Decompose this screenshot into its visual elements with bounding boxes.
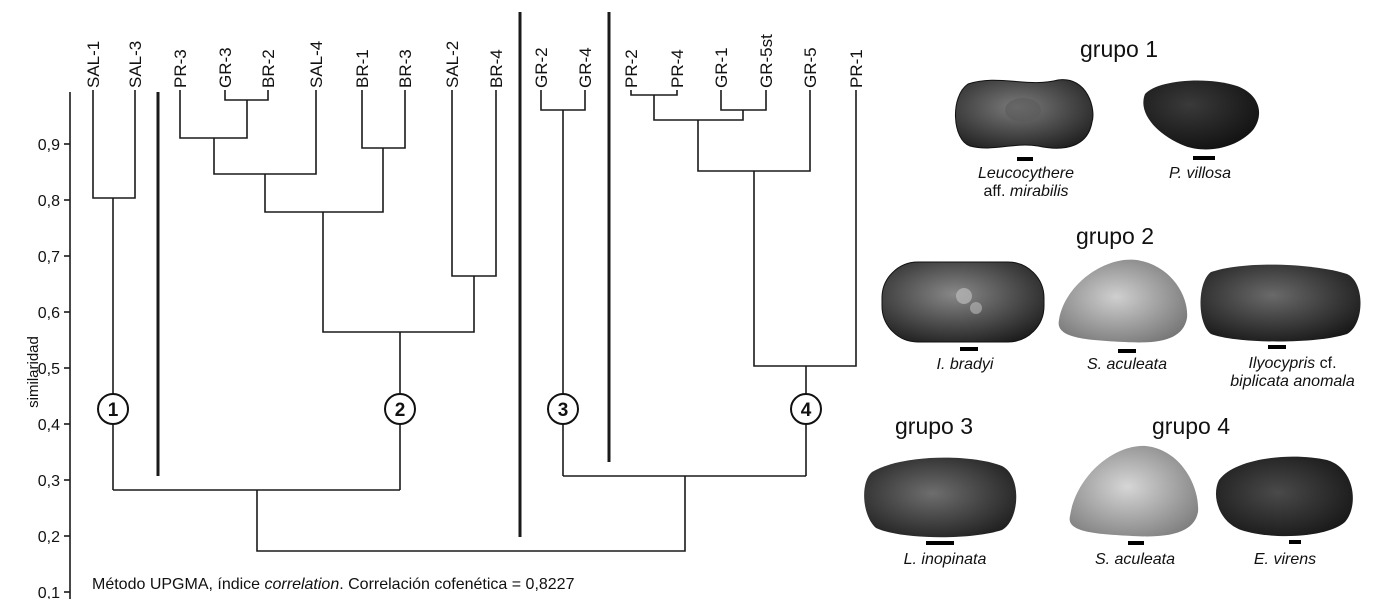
caption-l-inopinata: L. inopinata	[903, 551, 987, 568]
caption-i-bradyi: I. bradyi	[936, 356, 994, 373]
y-tick-label: 0,8	[38, 193, 60, 210]
caption-leucocythere: Leucocythere aff. mirabilis	[977, 165, 1075, 200]
svg-text:2: 2	[395, 400, 406, 421]
method-footnote: Método UPGMA, índice correlation. Correl…	[92, 576, 575, 593]
branch-root	[256, 476, 686, 552]
scale-bar	[1193, 156, 1215, 160]
svg-text:3: 3	[558, 400, 569, 421]
ostracod-shell-icon	[1069, 445, 1199, 537]
y-axis-label: similaridad	[25, 336, 42, 408]
y-tick-label: 0,1	[38, 585, 60, 599]
branch-gr2-gr4	[540, 90, 586, 111]
cluster-marker-1: 1	[97, 393, 129, 425]
leaf-label: SAL-4	[307, 41, 326, 88]
leaf-label: GR-2	[532, 47, 551, 88]
svg-text:1: 1	[108, 400, 119, 421]
branch-pr2-pr4	[630, 90, 678, 96]
branch-pr-gr-merge	[653, 95, 744, 121]
ostracod-shell-icon	[955, 79, 1094, 149]
ostracod-shell-icon	[881, 261, 1045, 343]
leaf-label: SAL-1	[84, 41, 103, 88]
dendrogram-branches	[92, 90, 857, 552]
scale-bar	[1017, 157, 1033, 161]
y-tick-label: 0,4	[38, 417, 60, 434]
svg-text:4: 4	[801, 400, 812, 421]
caption-ilyocypris: Ilyocypris cf. biplicata anomala	[1230, 355, 1355, 390]
branch-pr3-gr3br2	[179, 90, 248, 139]
y-tick-label: 0,6	[38, 305, 60, 322]
ostracod-shell-icon	[1143, 80, 1260, 150]
ostracod-shell-icon	[1215, 456, 1353, 537]
grupo-4-title: grupo 4	[1152, 413, 1231, 439]
caption-e-virens: E. virens	[1253, 551, 1317, 568]
branch-plus-gr5	[697, 90, 811, 172]
caption-s-aculeata-2: S. aculeata	[1086, 356, 1168, 373]
leaf-label: PR-4	[668, 49, 687, 88]
cluster-marker-2: 2	[384, 393, 416, 425]
leaf-label: GR-1	[712, 47, 731, 88]
grupo-1-title: grupo 1	[1080, 36, 1159, 62]
scale-bar	[1128, 541, 1144, 545]
branch-sal1-sal3	[92, 90, 136, 199]
cluster-marker-3: 3	[547, 393, 579, 425]
y-tick-label: 0,5	[38, 361, 60, 378]
leaf-label: BR-4	[487, 49, 506, 88]
leaf-label: SAL-2	[443, 41, 462, 88]
y-tick-label: 0,9	[38, 137, 60, 154]
y-axis-ticks: 0,1 0,2 0,3 0,4 0,5 0,6 0,7 0,8 0,9	[38, 137, 70, 599]
grupo-2-title: grupo 2	[1076, 223, 1155, 249]
leaf-label: PR-2	[622, 49, 641, 88]
grupo-3-title: grupo 3	[895, 413, 974, 439]
branch-left-merge	[264, 148, 384, 213]
y-tick-label: 0,3	[38, 473, 60, 490]
caption-s-aculeata-4: S. aculeata	[1094, 551, 1176, 568]
branch-plus-pr1	[753, 90, 857, 367]
leaf-label: GR-4	[576, 47, 595, 88]
branch-br1-br3	[361, 90, 406, 149]
scale-bar	[1289, 540, 1301, 544]
leaf-label: GR-5st	[757, 34, 776, 88]
scale-bar	[960, 347, 978, 351]
leaf-label: GR-3	[216, 47, 235, 88]
scale-bar	[1268, 345, 1286, 349]
ostracod-shell-icon	[1058, 259, 1188, 343]
ostracod-shell-icon	[1200, 264, 1361, 342]
leaf-labels: SAL-1 SAL-3 PR-3 GR-3 BR-2 SAL-4 BR-1 BR-3 SAL-2…	[84, 34, 866, 88]
leaf-label: BR-1	[353, 49, 372, 88]
branch-plus-sal4	[213, 90, 317, 175]
cluster-marker-4: 4	[790, 393, 822, 425]
branch-grupo2-top	[322, 212, 475, 333]
branch-sal2-br4	[451, 90, 497, 277]
y-tick-label: 0,2	[38, 529, 60, 546]
ostracod-shell-icon	[864, 457, 1017, 538]
dendrogram: .ln { stroke:#1a1a1a; stroke-width:1.6; …	[25, 12, 866, 599]
leaf-label: PR-3	[171, 49, 190, 88]
scale-bar	[1118, 349, 1136, 353]
y-tick-label: 0,7	[38, 249, 60, 266]
leaf-label: BR-3	[396, 49, 415, 88]
scale-bar	[926, 541, 954, 545]
leaf-label: BR-2	[259, 49, 278, 88]
branch-gr1-gr5st	[720, 90, 767, 111]
leaf-label: PR-1	[847, 49, 866, 88]
branch-gr3-br2	[224, 90, 269, 101]
leaf-label: GR-5	[801, 47, 820, 88]
leaf-label: SAL-3	[126, 41, 145, 88]
caption-p-villosa: P. villosa	[1169, 165, 1231, 182]
